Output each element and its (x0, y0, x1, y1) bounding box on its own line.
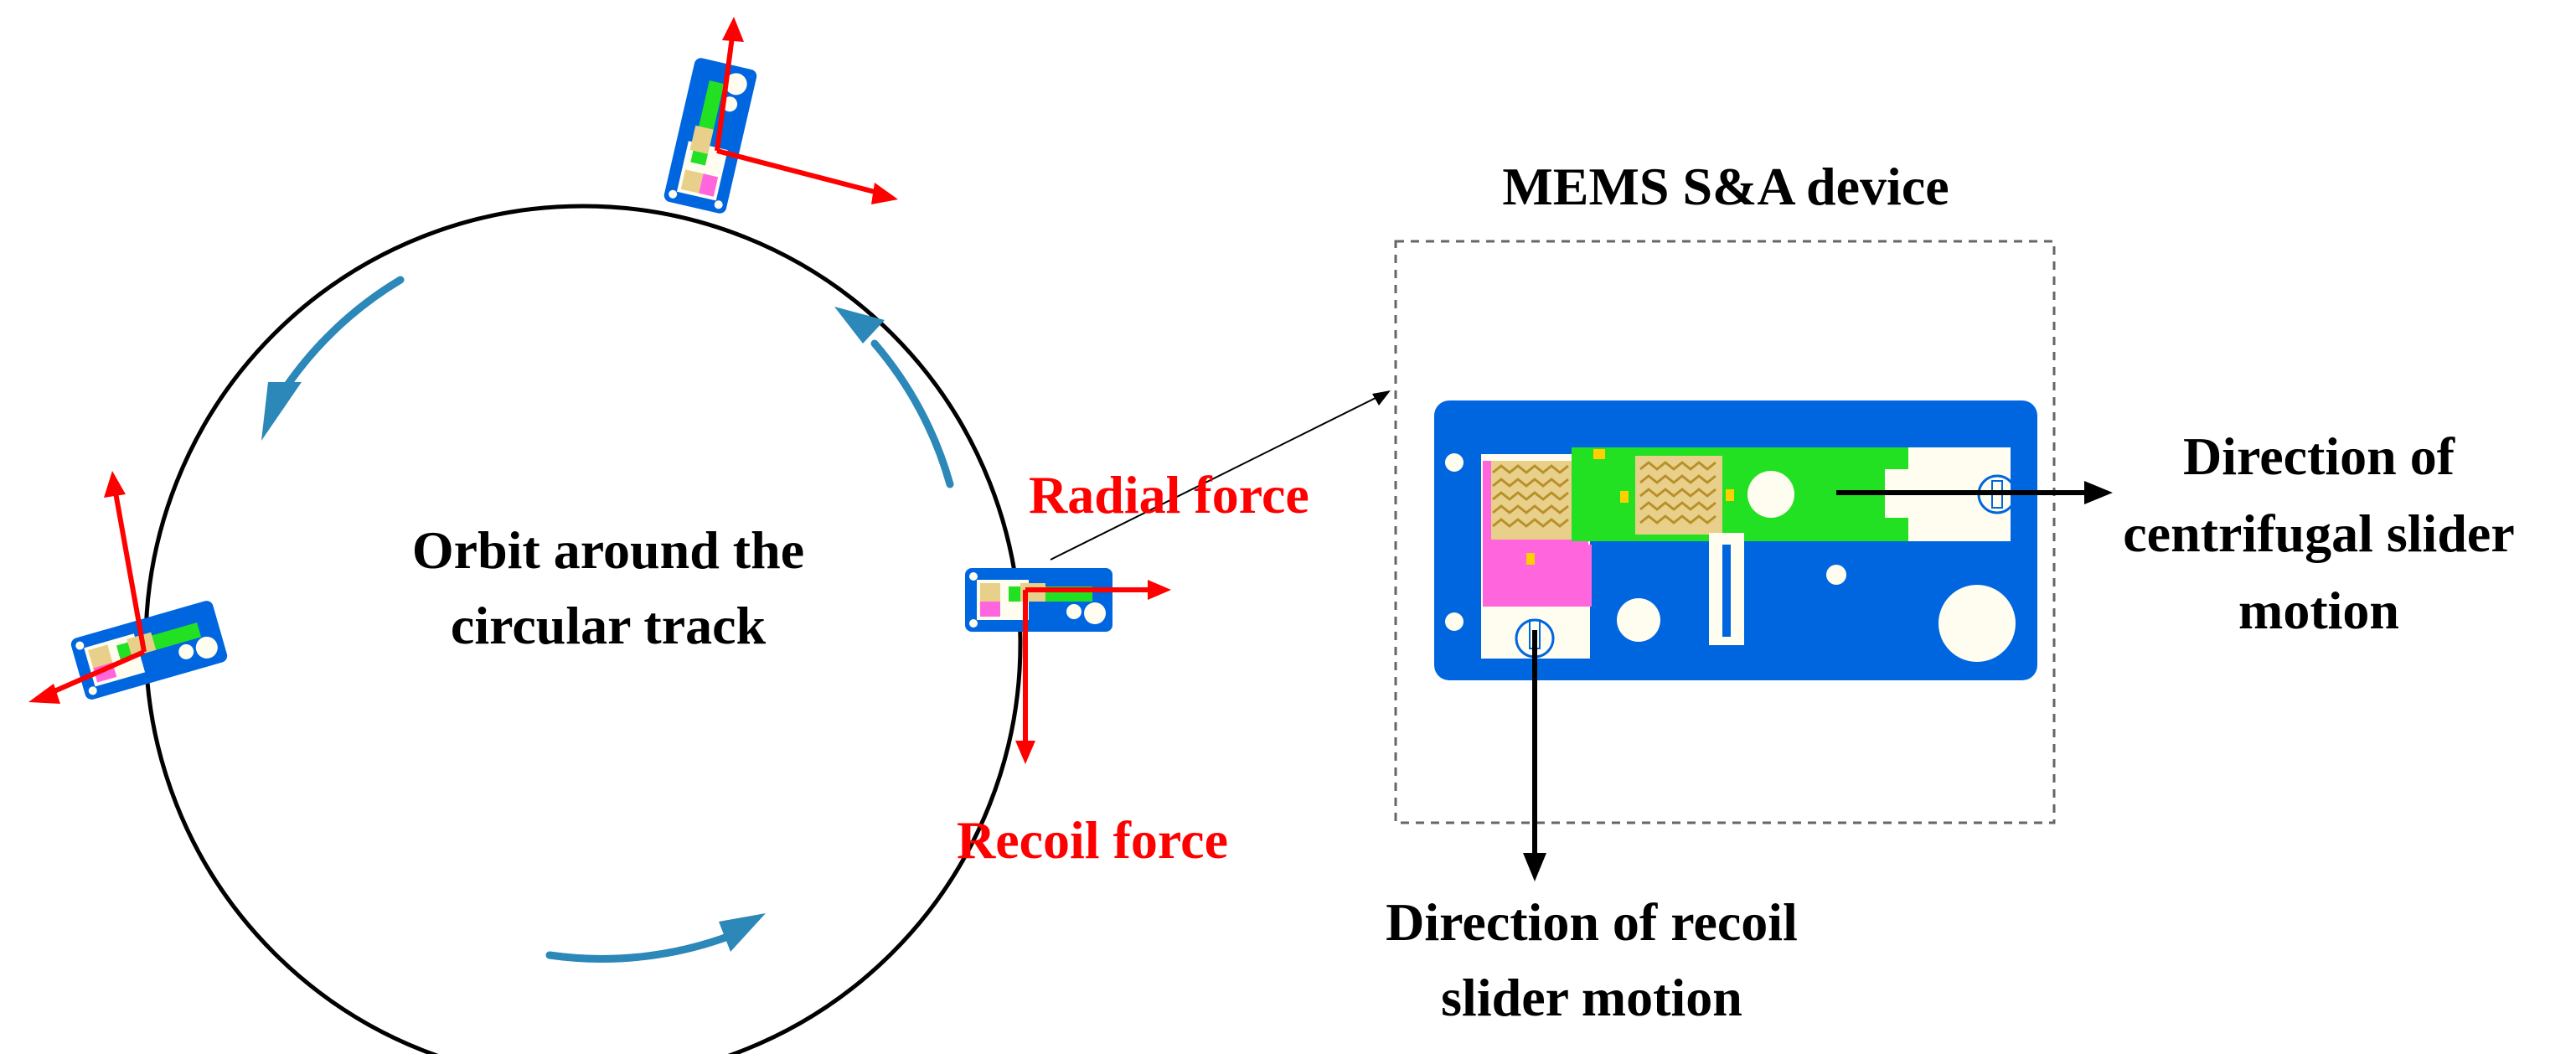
radial-force-label: Radial force (1029, 465, 1309, 524)
recoil-slider (1483, 452, 1598, 607)
rotation-arrow-top-left (277, 276, 405, 398)
device-title: MEMS S&A device (1502, 157, 1949, 216)
centrifugal-direction-line2: centrifugal slider (2123, 504, 2514, 563)
rotation-arrowhead-left (261, 382, 302, 441)
centrifugal-arrowhead (2084, 481, 2113, 504)
mount-hole-2 (1445, 612, 1464, 631)
zoom-connector-arrowhead (1372, 390, 1391, 406)
centrifugal-direction-line3: motion (2238, 581, 2399, 640)
orbit-label-line2: circular track (451, 596, 767, 655)
rotation-arrows (277, 276, 954, 963)
arrowhead-top-1 (722, 17, 744, 42)
arrowhead-recoil (1015, 741, 1035, 764)
recoil-direction-line2: slider motion (1441, 968, 1742, 1027)
recoil-direction-line1: Direction of recoil (1386, 892, 1798, 952)
recoil-spring-lines (1492, 464, 1569, 528)
rotation-arrowheads (261, 307, 885, 952)
force-arrows-left (47, 492, 147, 696)
orbit-label-line1: Orbit around the (412, 520, 804, 580)
recoil-lock (1526, 553, 1535, 565)
device-on-track-top (663, 56, 758, 215)
centrifugal-direction-line1: Direction of (2183, 426, 2455, 486)
device-on-track-right (965, 568, 1112, 632)
arrowhead-left-2 (28, 684, 60, 704)
recoil-spring (1488, 461, 1575, 540)
recoil-arrowhead (1523, 853, 1546, 881)
arrowhead-top-2 (871, 183, 898, 204)
arrowhead-left-1 (104, 471, 126, 498)
recoil-force-label: Recoil force (957, 810, 1228, 870)
device-frame (1394, 240, 2056, 824)
rotation-arrow-top-right (870, 339, 954, 488)
mount-hole-1 (1445, 453, 1464, 472)
centrifugal-spring-lines (1639, 461, 1716, 524)
rotation-arrow-bottom (545, 931, 736, 963)
rotation-arrowhead-top (834, 307, 885, 344)
device-enlarged (1434, 400, 2037, 680)
force-arrows-top (715, 36, 879, 195)
zoom-connector-line (1050, 395, 1381, 561)
rotation-arrowhead-bottom (719, 913, 766, 952)
arrowhead-radial (1148, 580, 1171, 600)
force-arrows-right (1023, 587, 1151, 742)
